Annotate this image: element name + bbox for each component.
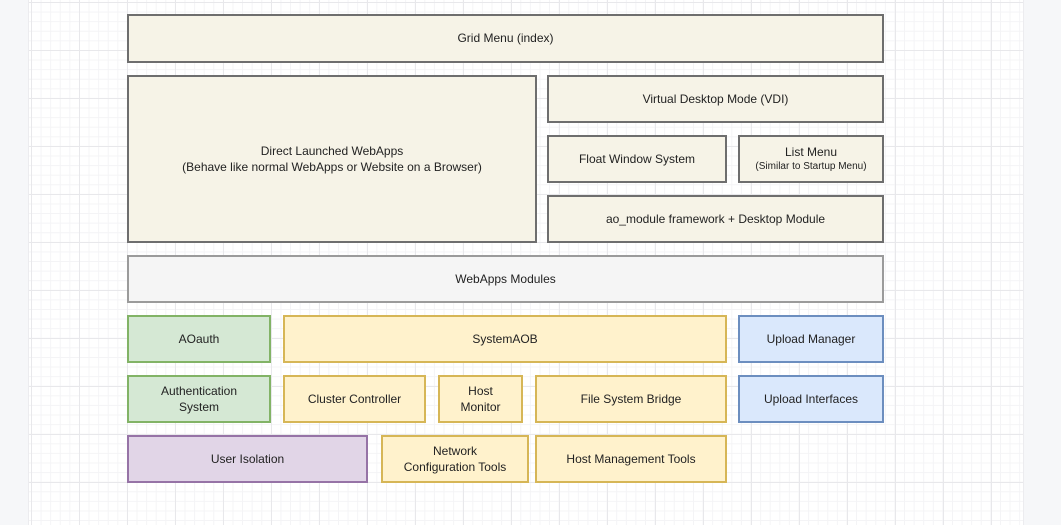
node-virtual-desktop-mode[interactable]: Virtual Desktop Mode (VDI) (547, 75, 884, 123)
node-host-monitor[interactable]: Host Monitor (438, 375, 523, 423)
node-aoauth[interactable]: AOauth (127, 315, 271, 363)
list-menu-sublabel: (Similar to Startup Menu) (755, 160, 866, 174)
grid-menu-label: Grid Menu (index) (457, 30, 553, 46)
cluster-controller-label: Cluster Controller (308, 391, 401, 407)
node-list-menu[interactable]: List Menu (Similar to Startup Menu) (738, 135, 884, 183)
list-menu-label: List Menu (785, 144, 837, 160)
node-network-configuration-tools[interactable]: Network Configuration Tools (381, 435, 529, 483)
fs-bridge-label: File System Bridge (581, 391, 682, 407)
ao-module-label: ao_module framework + Desktop Module (606, 211, 825, 227)
float-window-label: Float Window System (579, 151, 695, 167)
vdi-label: Virtual Desktop Mode (VDI) (643, 91, 789, 107)
network-config-label: Network Configuration Tools (398, 443, 513, 475)
auth-system-label: Authentication System (144, 383, 254, 415)
webapps-modules-label: WebApps Modules (455, 271, 556, 287)
user-isolation-label: User Isolation (211, 451, 284, 467)
node-file-system-bridge[interactable]: File System Bridge (535, 375, 727, 423)
node-grid-menu[interactable]: Grid Menu (index) (127, 14, 884, 63)
node-webapps-modules[interactable]: WebApps Modules (127, 255, 884, 303)
direct-webapps-label: Direct Launched WebApps (261, 143, 404, 159)
node-direct-launched-webapps[interactable]: Direct Launched WebApps (Behave like nor… (127, 75, 537, 243)
node-float-window-system[interactable]: Float Window System (547, 135, 727, 183)
node-user-isolation[interactable]: User Isolation (127, 435, 368, 483)
direct-webapps-sublabel: (Behave like normal WebApps or Website o… (182, 159, 482, 175)
upload-manager-label: Upload Manager (767, 331, 856, 347)
node-host-management-tools[interactable]: Host Management Tools (535, 435, 727, 483)
host-monitor-label: Host Monitor (453, 383, 508, 415)
node-upload-manager[interactable]: Upload Manager (738, 315, 884, 363)
aoauth-label: AOauth (179, 331, 220, 347)
host-mgmt-label: Host Management Tools (566, 451, 695, 467)
node-ao-module-framework[interactable]: ao_module framework + Desktop Module (547, 195, 884, 243)
node-cluster-controller[interactable]: Cluster Controller (283, 375, 426, 423)
node-upload-interfaces[interactable]: Upload Interfaces (738, 375, 884, 423)
node-authentication-system[interactable]: Authentication System (127, 375, 271, 423)
node-systemaob[interactable]: SystemAOB (283, 315, 727, 363)
systemaob-label: SystemAOB (472, 331, 537, 347)
upload-interfaces-label: Upload Interfaces (764, 391, 858, 407)
